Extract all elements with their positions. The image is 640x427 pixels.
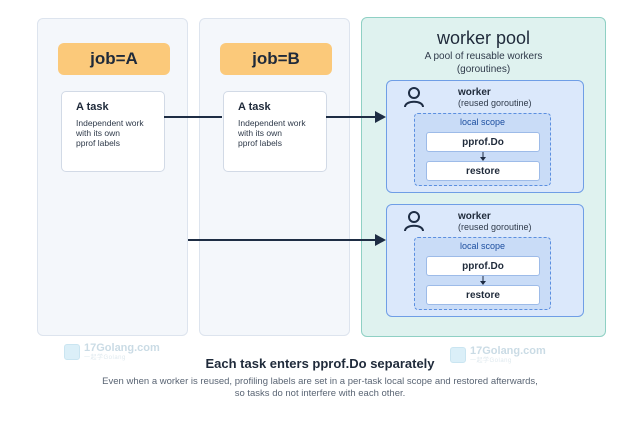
- diagram-caption: Each task enters pprof.Do separately: [205, 356, 435, 371]
- diagram-footnote: Even when a worker is reused, profiling …: [0, 376, 640, 400]
- task-desc-line: pprof labels: [238, 138, 282, 148]
- task-description: Independent work with its own pprof labe…: [238, 118, 312, 148]
- task-desc-line: Independent work: [76, 118, 144, 128]
- arrow-down-icon: [480, 276, 486, 285]
- task-card-a: A task Independent work with its own ppr…: [61, 91, 165, 172]
- restore-step: restore: [426, 161, 540, 181]
- restore-step: restore: [426, 285, 540, 305]
- task-desc-line: with its own: [76, 128, 120, 138]
- worker-subtitle: (reused goroutine): [458, 222, 532, 232]
- task-title: A task: [76, 101, 109, 113]
- task-desc-line: Independent work: [238, 118, 306, 128]
- watermark-subtext: 一起学Golang: [84, 355, 126, 361]
- local-scope: local scope pprof.Do restore: [414, 113, 551, 186]
- worker-pool: worker pool A pool of reusable workers (…: [361, 17, 606, 337]
- arrowhead-icon: [375, 234, 386, 246]
- pprof-do-step: pprof.Do: [426, 256, 540, 276]
- person-icon: [404, 211, 424, 232]
- scope-label: local scope: [459, 117, 506, 127]
- watermark-text: 17Golang.com: [470, 345, 546, 357]
- task-card-b: A task Independent work with its own ppr…: [223, 91, 327, 172]
- pprof-do-step: pprof.Do: [426, 132, 540, 152]
- watermark-subtext: 一起学Golang: [470, 358, 512, 364]
- task-title: A task: [238, 101, 271, 113]
- job-lane-b: job=B A task Independent work with its o…: [199, 18, 350, 336]
- footnote-line: so tasks do not interfere with each othe…: [234, 388, 406, 399]
- person-icon: [404, 87, 424, 108]
- worker-box-1: worker (reused goroutine) local scope pp…: [386, 80, 584, 193]
- job-tag-b: job=B: [220, 43, 332, 75]
- footnote-line: Even when a worker is reused, profiling …: [102, 376, 538, 387]
- pool-subtitle-line: A pool of reusable workers: [424, 51, 543, 62]
- job-tag-a: job=A: [58, 43, 170, 75]
- scope-label: local scope: [459, 241, 506, 251]
- watermark-logo-icon: [450, 347, 466, 363]
- arrowhead-icon: [375, 111, 386, 123]
- local-scope: local scope pprof.Do restore: [414, 237, 551, 310]
- watermark-text: 17Golang.com: [84, 342, 160, 354]
- task-desc-line: pprof labels: [76, 138, 120, 148]
- pool-title: worker pool: [436, 28, 531, 48]
- job-lane-a: job=A A task Independent work with its o…: [37, 18, 188, 336]
- watermark-logo-icon: [64, 344, 80, 360]
- worker-subtitle: (reused goroutine): [458, 98, 532, 108]
- pool-subtitle: A pool of reusable workers (goroutines): [362, 50, 605, 76]
- arrow-down-icon: [480, 152, 486, 161]
- worker-name: worker: [458, 87, 491, 98]
- worker-box-2: worker (reused goroutine) local scope pp…: [386, 204, 584, 317]
- task-desc-line: with its own: [238, 128, 282, 138]
- task-description: Independent work with its own pprof labe…: [76, 118, 150, 148]
- worker-name: worker: [458, 211, 491, 222]
- pool-subtitle-line: (goroutines): [456, 64, 511, 75]
